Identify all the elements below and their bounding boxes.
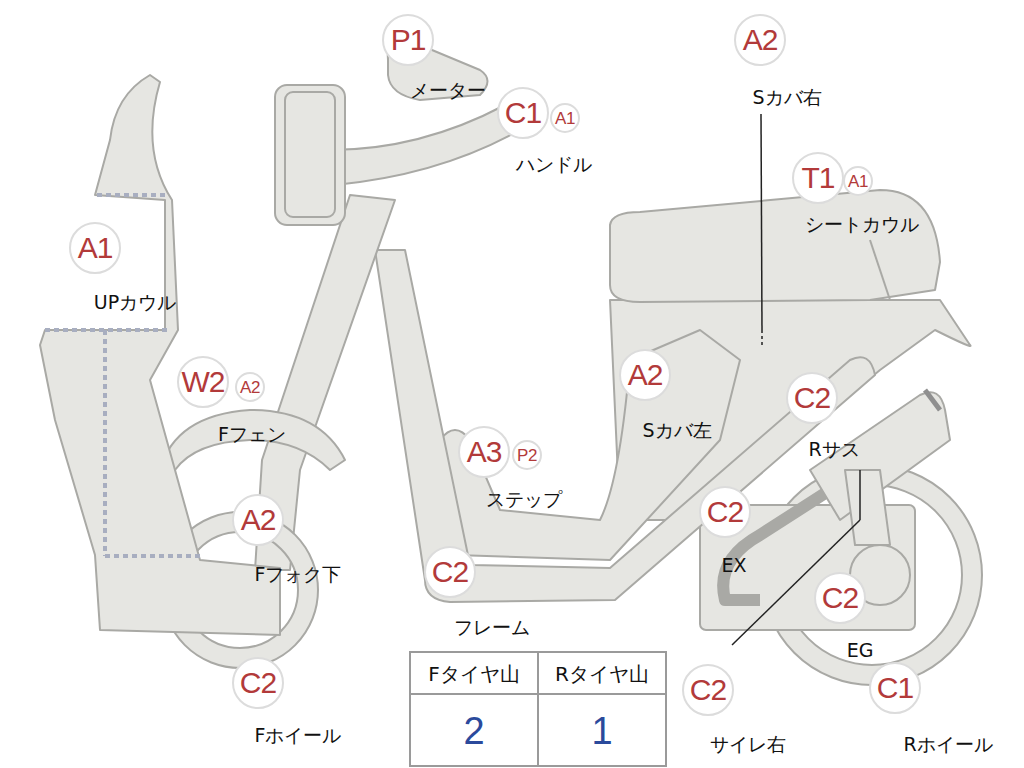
callout-code: A1 (78, 233, 113, 263)
sub-callout-circle: P2 (512, 440, 542, 470)
rear-shock (845, 470, 890, 545)
part-name: Rホイール (903, 734, 992, 755)
sub-callout-circle: A2 (235, 372, 265, 402)
head-block (275, 85, 345, 225)
callout-code: C2 (822, 583, 858, 613)
frame (375, 250, 875, 602)
table-header: Rタイヤ山 (555, 664, 649, 684)
callout-code: C2 (690, 675, 726, 705)
handlebar (330, 105, 520, 185)
part-name: Sカバ右 (752, 87, 821, 108)
callout-code: W2 (182, 367, 225, 397)
sub-callout-circle: A1 (550, 103, 580, 133)
part-name: ステップ (486, 489, 562, 510)
callout-circle: A2Fフォク下 (232, 494, 284, 546)
table-value: 1 (591, 712, 612, 750)
part-name: Fフェン (218, 424, 286, 445)
callout-code: C2 (707, 497, 743, 527)
callout-circle: C2フレーム (424, 546, 476, 598)
callout-circle: T1シートカウル (792, 152, 844, 204)
callout-circle: C2Fホイール (232, 657, 284, 709)
part-name: UPカウル (94, 292, 176, 313)
part-name: フレーム (454, 617, 530, 638)
callout-code: A3 (467, 437, 502, 467)
leader-lines (732, 114, 860, 645)
callout-code: A2 (240, 379, 260, 396)
front-fender (160, 410, 345, 470)
tread-table (410, 652, 666, 766)
sub-callout-circle: A1 (843, 166, 873, 196)
callout-code: A2 (628, 360, 663, 390)
front-cowl (40, 75, 280, 635)
table-value: 2 (463, 712, 484, 750)
part-name: Rサス (808, 439, 859, 460)
callout-code: C1 (877, 673, 913, 703)
callout-circle: A1UPカウル (69, 222, 121, 274)
part-name: メーター (410, 80, 486, 101)
part-name: Fフォク下 (255, 564, 342, 585)
callout-code: A2 (743, 25, 778, 55)
callout-circle: C2EG (814, 572, 866, 624)
table-header: Fタイヤ山 (428, 664, 520, 684)
seat (610, 190, 940, 302)
callout-code: C1 (505, 98, 541, 128)
callout-circle: C1ハンドル (497, 87, 549, 139)
callout-circle: C2Rサス (786, 372, 838, 424)
callout-code: A2 (241, 505, 276, 535)
callout-code: C2 (240, 668, 276, 698)
part-name: Sカバ左 (642, 420, 711, 441)
callout-circle: P1メーター (382, 14, 434, 66)
part-name: シートカウル (805, 214, 919, 235)
callout-circle: C2サイレ右 (682, 664, 734, 716)
callout-circle: A3ステップ (458, 426, 510, 478)
callout-code: C2 (794, 383, 830, 413)
part-name: EX (721, 555, 746, 576)
callout-circle: A2Sカバ右 (734, 14, 786, 66)
part-name: EG (847, 640, 874, 661)
callout-code: A1 (848, 173, 868, 190)
part-name: ハンドル (516, 154, 592, 175)
callout-circle: C1Rホイール (869, 662, 921, 714)
part-name: サイレ右 (710, 734, 786, 755)
callout-circle: W2Fフェン (177, 356, 229, 408)
callout-code: C2 (432, 557, 468, 587)
callout-circle: C2EX (699, 486, 751, 538)
part-name: Fホイール (255, 725, 342, 746)
callout-code: P1 (391, 25, 426, 55)
callout-code: T1 (801, 163, 834, 193)
callout-code: P2 (517, 447, 537, 464)
callout-code: A1 (555, 110, 575, 127)
callout-circle: A2Sカバ左 (619, 349, 671, 401)
